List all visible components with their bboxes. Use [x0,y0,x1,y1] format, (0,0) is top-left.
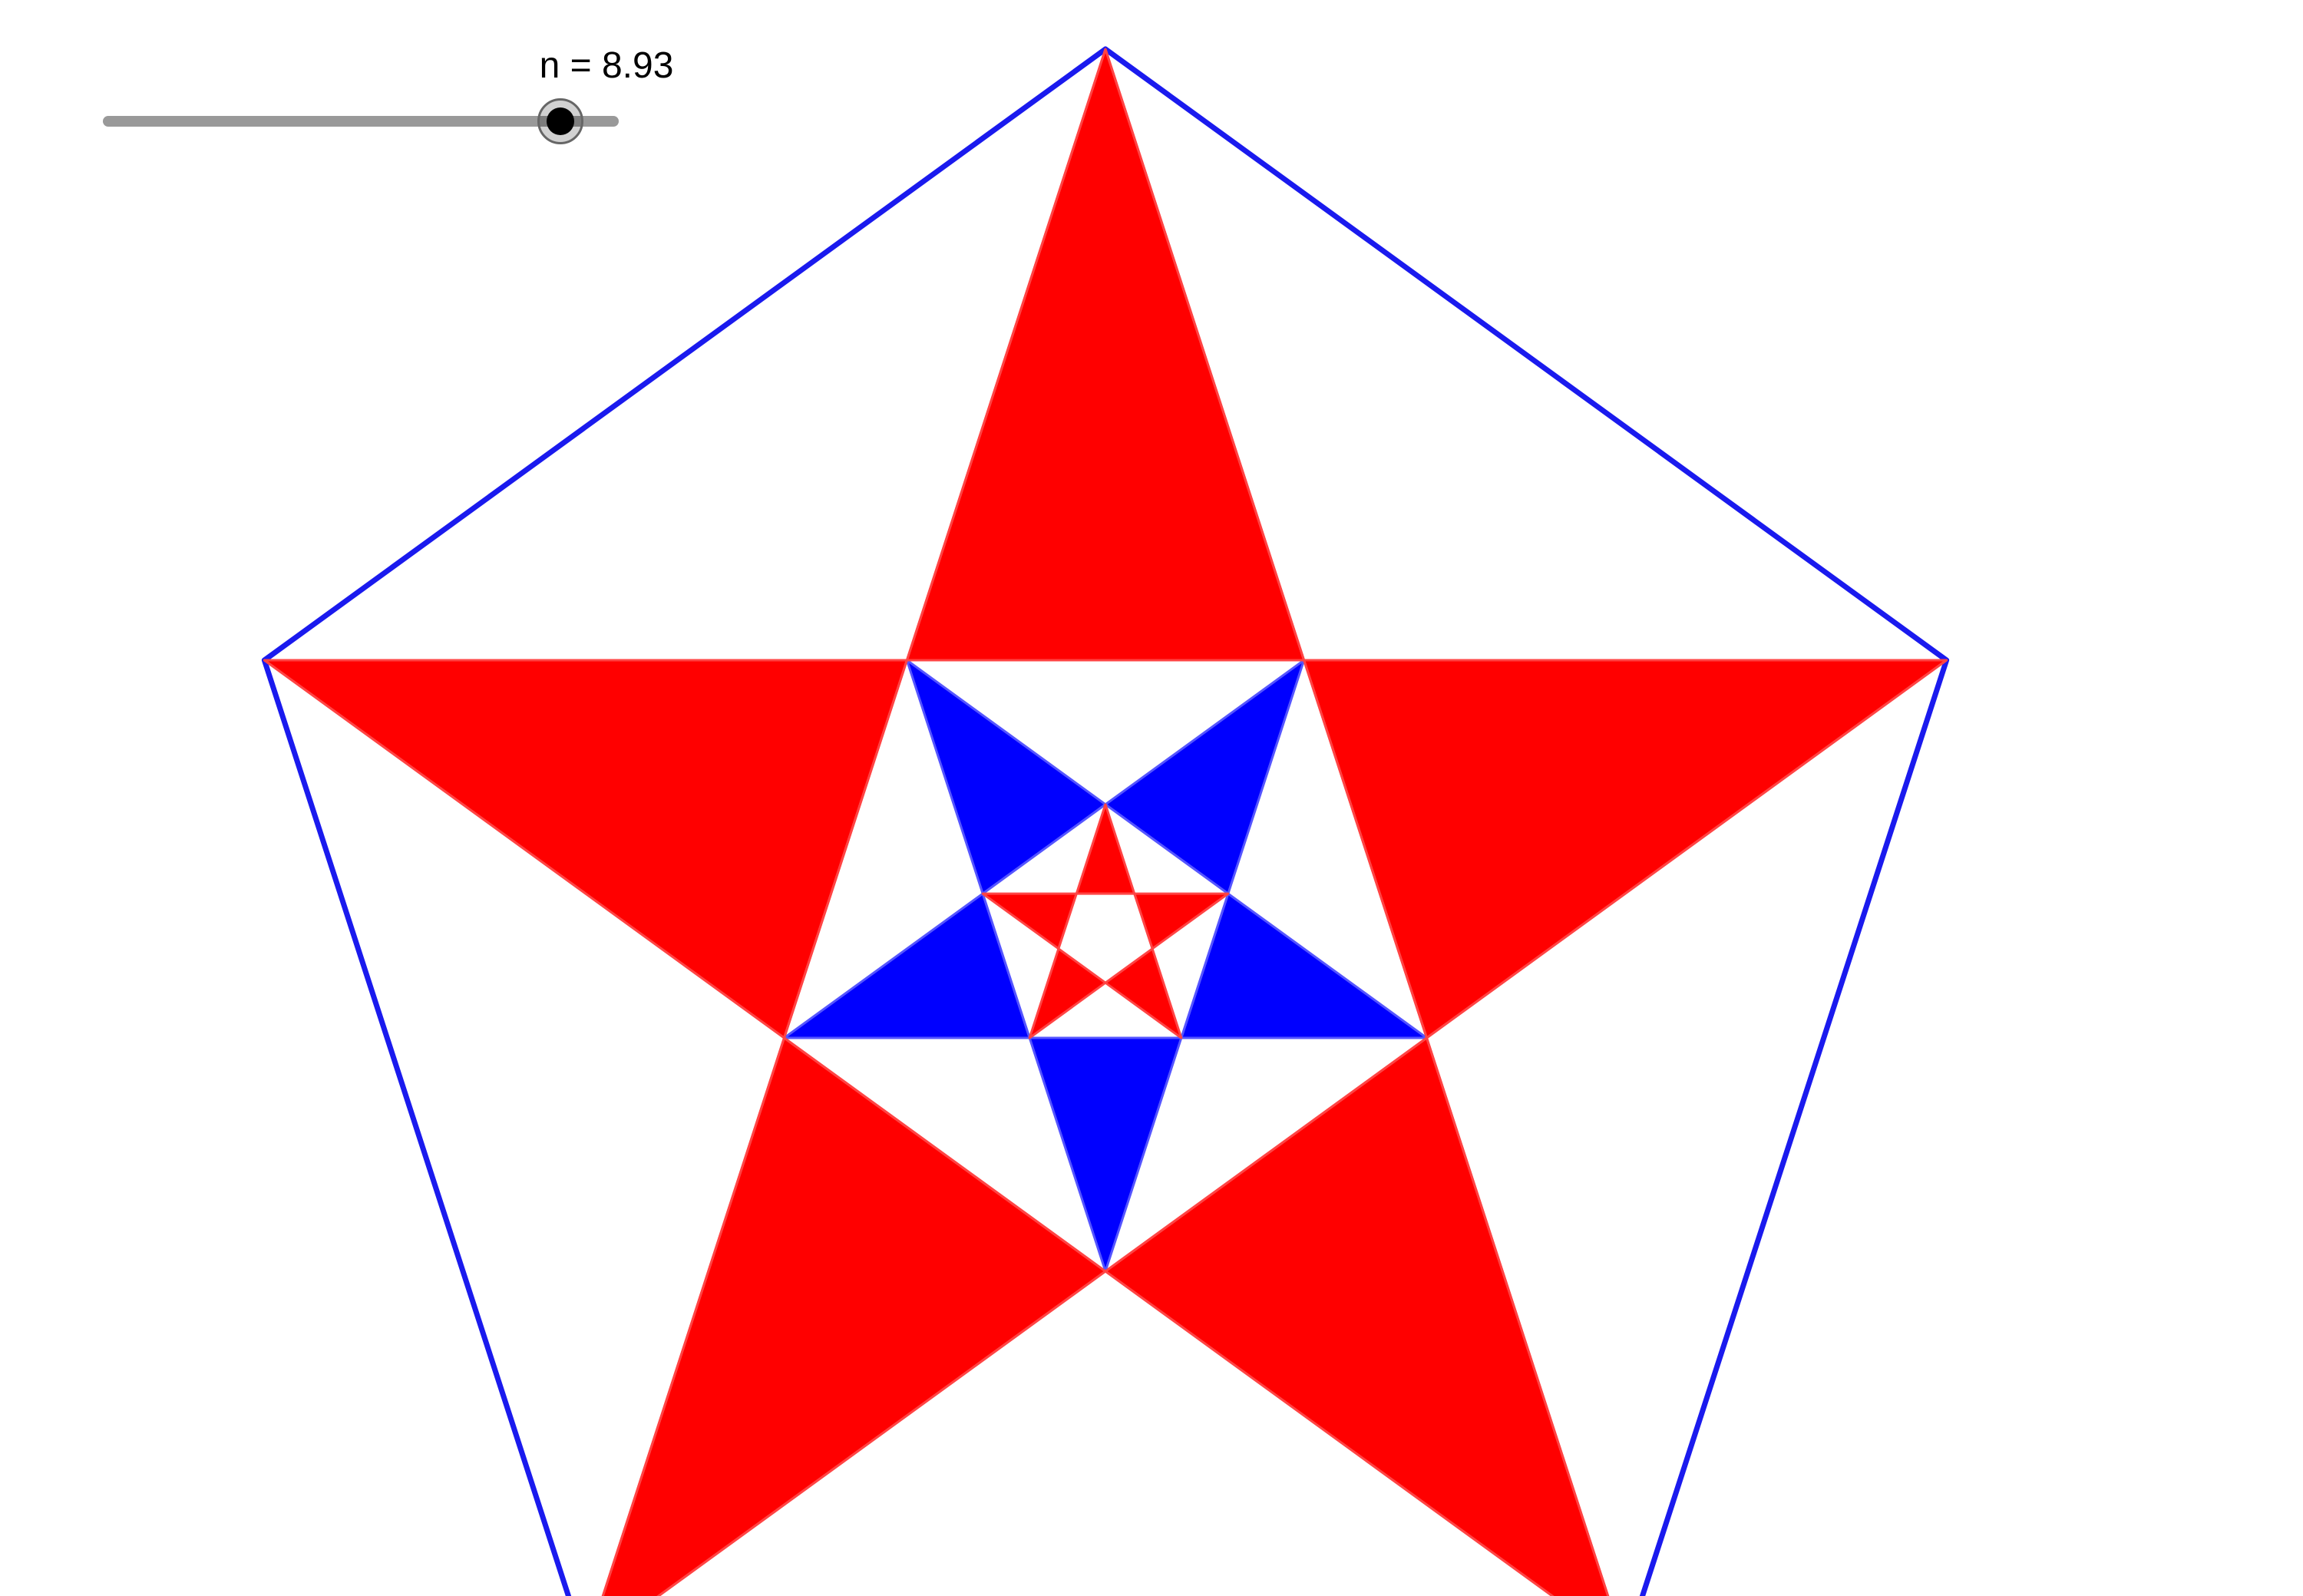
outer-pentagon [261,46,1950,1596]
pentagon-diagonal-3 [601,48,1107,1596]
slider-value-label: n = 8.93 [539,45,674,86]
pentagon-diagonal-2 [263,659,1555,1596]
pentagon-diagonal-0 [1104,48,1610,1596]
pentagon-diagonal-1 [656,659,1948,1596]
n-slider-track[interactable] [103,116,619,127]
n-slider-thumb[interactable] [547,107,575,135]
star-tip-red-level-0-0 [905,48,1306,662]
inner-pentagon-level-2 [1057,892,1154,984]
pentagram-figure [261,46,1950,1596]
